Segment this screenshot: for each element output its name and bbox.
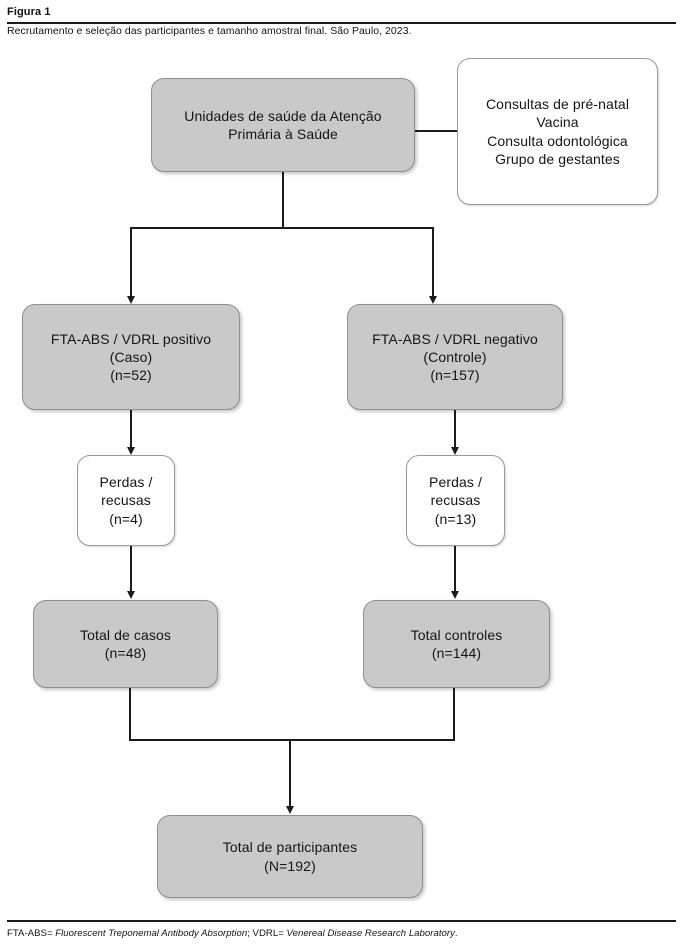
node-cases[interactable]: FTA-ABS / VDRL positivo (Caso) (n=52) bbox=[22, 304, 240, 410]
footnote-italic-1: Fluorescent Treponemal Antibody Absorpti… bbox=[55, 928, 248, 939]
node-total-controls[interactable]: Total controles (n=144) bbox=[363, 600, 550, 688]
arrow-to-controls bbox=[428, 296, 437, 304]
edge-losses-to-total-cases bbox=[130, 546, 132, 592]
footnote-prefix: FTA-ABS= bbox=[7, 928, 56, 939]
arrow-to-total-all bbox=[285, 806, 294, 814]
edge-source-to-note bbox=[415, 130, 458, 132]
footnote-italic-2: Venereal Disease Research Laboratory bbox=[286, 928, 455, 939]
losses-cases-count: (n=4) bbox=[109, 510, 143, 527]
total-all-label: Total de participantes bbox=[222, 839, 358, 856]
edge-cases-to-losses bbox=[130, 410, 132, 448]
edge-total-controls-down bbox=[453, 688, 455, 741]
losses-cases-line2: recusas bbox=[101, 492, 151, 509]
arrow-to-total-controls bbox=[450, 591, 459, 599]
figure-label: Figura 1 bbox=[7, 6, 51, 18]
losses-controls-line1: Perdas / bbox=[429, 474, 482, 491]
edge-bus-to-total-all bbox=[289, 739, 291, 807]
total-controls-label: Total controles bbox=[410, 626, 503, 643]
node-losses-cases[interactable]: Perdas / recusas (n=4) bbox=[77, 455, 175, 546]
node-controls-line1: FTA-ABS / VDRL negativo bbox=[372, 330, 538, 347]
note-line3: Consulta odontológica bbox=[487, 132, 628, 149]
header-rule bbox=[7, 22, 676, 24]
edge-controls-to-losses bbox=[454, 410, 456, 448]
arrow-to-total-cases bbox=[126, 591, 135, 599]
edge-bus-to-cases bbox=[130, 227, 132, 297]
node-total-participants[interactable]: Total de participantes (N=192) bbox=[157, 815, 423, 898]
edge-source-to-bus bbox=[282, 172, 284, 228]
edge-losses-to-total-controls bbox=[454, 546, 456, 592]
note-line1: Consultas de pré-natal bbox=[485, 96, 630, 113]
arrow-to-losses-controls bbox=[450, 447, 459, 455]
footnote-mid: ; VDRL= bbox=[247, 928, 287, 939]
node-controls-line2: (Controle) bbox=[423, 348, 487, 365]
edge-bus-to-controls bbox=[432, 227, 434, 297]
arrow-to-losses-cases bbox=[126, 447, 135, 455]
total-all-count: (N=192) bbox=[264, 857, 316, 874]
edge-total-cases-down bbox=[129, 688, 131, 741]
node-cases-line1: FTA-ABS / VDRL positivo bbox=[50, 330, 212, 347]
node-controls[interactable]: FTA-ABS / VDRL negativo (Controle) (n=15… bbox=[347, 304, 563, 410]
losses-controls-line2: recusas bbox=[430, 492, 481, 509]
total-cases-label: Total de casos bbox=[80, 626, 171, 643]
node-cases-count: (n=52) bbox=[110, 367, 152, 384]
total-controls-count: (n=144) bbox=[431, 645, 482, 661]
note-line4: Grupo de gestantes bbox=[495, 150, 620, 167]
note-line2: Vacina bbox=[536, 114, 579, 131]
footer-rule bbox=[7, 920, 676, 922]
node-losses-controls[interactable]: Perdas / recusas (n=13) bbox=[406, 455, 505, 546]
node-source[interactable]: Unidades de saúde da Atenção Primária à … bbox=[151, 78, 415, 172]
losses-controls-count: (n=13) bbox=[434, 510, 477, 527]
figure-caption: Recrutamento e seleção das participantes… bbox=[7, 25, 412, 37]
node-controls-count: (n=157) bbox=[430, 367, 480, 384]
edge-merge-bus bbox=[129, 739, 455, 741]
footnote-end: . bbox=[454, 928, 458, 939]
node-source-line2: Primária à Saúde bbox=[228, 126, 338, 142]
losses-cases-line1: Perdas / bbox=[99, 474, 153, 491]
node-source-line1: Unidades de saúde da Atenção bbox=[184, 107, 382, 124]
edge-split-bus bbox=[130, 227, 434, 229]
figure-footnote: FTA-ABS= Fluorescent Treponemal Antibody… bbox=[7, 928, 458, 939]
node-total-cases[interactable]: Total de casos (n=48) bbox=[33, 600, 218, 688]
node-cases-line2: (Caso) bbox=[109, 348, 153, 365]
arrow-to-cases bbox=[126, 296, 135, 304]
node-settings-note[interactable]: Consultas de pré-natal Vacina Consulta o… bbox=[457, 58, 658, 205]
total-cases-count: (n=48) bbox=[104, 645, 147, 661]
